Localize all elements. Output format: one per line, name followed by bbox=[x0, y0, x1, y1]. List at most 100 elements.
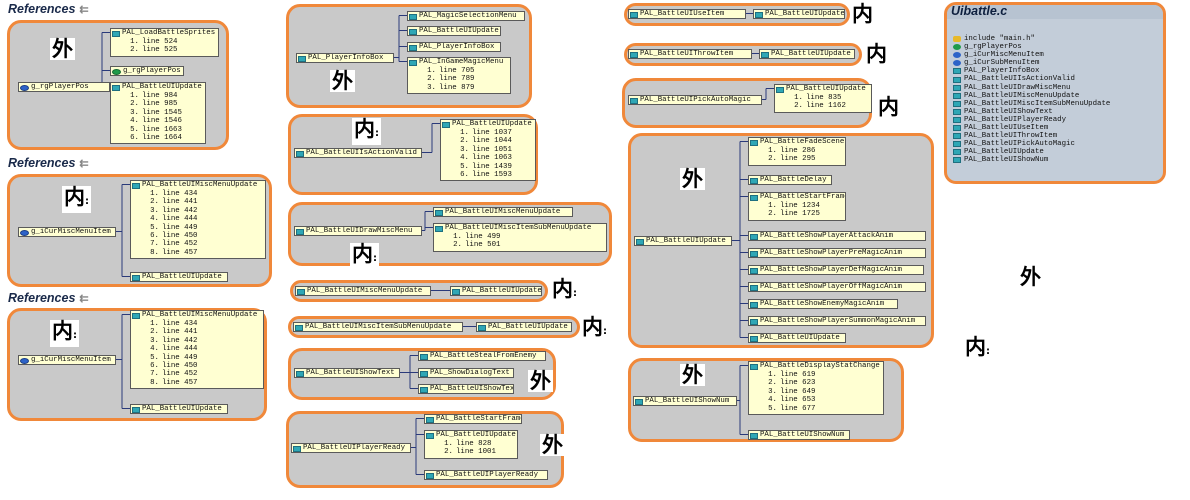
callee-node[interactable]: PAL_BattleShowPlayerAttackAnim bbox=[748, 231, 926, 241]
callee-node[interactable]: PAL_BattleUIShowText bbox=[418, 384, 514, 394]
caller-node[interactable]: PAL_PlayerInfoBox bbox=[296, 53, 394, 63]
line-reference[interactable]: 4.line 1063 bbox=[441, 154, 535, 162]
back-arrows-icon[interactable]: ⇇ bbox=[79, 158, 89, 170]
callee-node[interactable]: PAL_PlayerInfoBox bbox=[407, 42, 501, 52]
file-symbol-item[interactable]: include "main.h" bbox=[953, 35, 1163, 43]
file-symbol-item[interactable]: PAL_BattleUIMiscItemSubMenuUpdate bbox=[953, 100, 1163, 108]
line-reference[interactable]: 1.line 499 bbox=[434, 233, 606, 241]
line-reference[interactable]: 3.line 649 bbox=[749, 388, 883, 396]
file-symbol-item[interactable]: PAL_BattleUIPickAutoMagic bbox=[953, 140, 1163, 148]
file-symbol-item[interactable]: PAL_BattleUIShowText bbox=[953, 108, 1163, 116]
caller-node[interactable]: PAL_BattleUIPlayerReady bbox=[291, 443, 411, 453]
callee-node[interactable]: PAL_BattleUIUpdate bbox=[407, 26, 501, 36]
callee-node[interactable]: PAL_ShowDialogText bbox=[418, 368, 514, 378]
caller-node[interactable]: PAL_BattleUIThrowItem bbox=[628, 49, 752, 59]
line-reference[interactable]: 6.line 450 bbox=[131, 232, 265, 240]
callee-node[interactable]: PAL_BattleShowEnemyMagicAnim bbox=[748, 299, 898, 309]
line-reference[interactable]: 1.line 705 bbox=[408, 67, 510, 75]
callee-node[interactable]: PAL_BattleShowPlayerSummonMagicAnim bbox=[748, 316, 926, 326]
line-reference[interactable]: 3.line 1051 bbox=[441, 146, 535, 154]
line-reference[interactable]: 2.line 441 bbox=[131, 198, 265, 206]
callee-node[interactable]: PAL_BattleUIShowNum bbox=[748, 430, 850, 440]
line-reference[interactable]: 2.line 441 bbox=[131, 328, 263, 336]
callee-node[interactable]: PAL_BattleUIUpdate bbox=[759, 49, 855, 59]
caller-node[interactable]: PAL_BattleUIUpdate bbox=[634, 236, 732, 246]
file-symbol-item[interactable]: PAL_BattleUIShowNum bbox=[953, 156, 1163, 164]
line-reference[interactable]: 1.line 619 bbox=[749, 371, 883, 379]
line-reference[interactable]: 2.line 1044 bbox=[441, 137, 535, 145]
callee-node[interactable]: PAL_MagicSelectionMenu bbox=[407, 11, 525, 21]
file-symbol-item[interactable]: PAL_BattleUIMiscMenuUpdate bbox=[953, 92, 1163, 100]
callee-node[interactable]: PAL_BattleUIUpdate bbox=[130, 404, 228, 414]
file-symbol-item[interactable]: g_iCurMiscMenuItem bbox=[953, 51, 1163, 59]
line-reference[interactable]: 1.line 524 bbox=[111, 38, 218, 46]
line-reference[interactable]: 6.line 1593 bbox=[441, 171, 535, 179]
line-reference[interactable]: 1.line 1234 bbox=[749, 202, 845, 210]
line-reference[interactable]: 1.line 286 bbox=[749, 147, 845, 155]
line-reference[interactable]: 8.line 457 bbox=[131, 249, 265, 257]
line-reference[interactable]: 2.line 1001 bbox=[425, 448, 517, 456]
line-reference[interactable]: 6.line 450 bbox=[131, 362, 263, 370]
line-reference[interactable]: 7.line 452 bbox=[131, 240, 265, 248]
file-symbol-item[interactable]: PAL_BattleUIDrawMiscMenu bbox=[953, 84, 1163, 92]
caller-node[interactable]: PAL_BattleUIUseItem bbox=[628, 9, 746, 19]
line-reference[interactable]: 1.line 835 bbox=[775, 94, 871, 102]
caller-node[interactable]: PAL_BattleUIIsActionValid bbox=[294, 148, 422, 158]
line-reference[interactable]: 3.line 879 bbox=[408, 84, 510, 92]
line-reference[interactable]: 8.line 457 bbox=[131, 379, 263, 387]
file-symbol-item[interactable]: PAL_BattleUIPlayerReady bbox=[953, 116, 1163, 124]
file-symbol-item[interactable]: g_iCurSubMenuItem bbox=[953, 59, 1163, 67]
caller-node[interactable]: g_iCurMiscMenuItem bbox=[18, 355, 116, 365]
line-reference[interactable]: 1.line 1037 bbox=[441, 129, 535, 137]
line-reference[interactable]: 4.line 444 bbox=[131, 215, 265, 223]
line-reference[interactable]: 6.line 1664 bbox=[111, 134, 205, 142]
line-reference[interactable]: 2.line 525 bbox=[111, 46, 218, 54]
file-symbol-item[interactable]: PAL_BattleUIUpdate bbox=[953, 148, 1163, 156]
callee-node[interactable]: PAL_BattleDelay bbox=[748, 175, 832, 185]
file-symbol-item[interactable]: PAL_PlayerInfoBox bbox=[953, 67, 1163, 75]
callee-node[interactable]: PAL_BattleUIUpdate bbox=[748, 333, 846, 343]
callee-node[interactable]: PAL_BattleUIUpdate bbox=[130, 272, 228, 282]
callee-node[interactable]: PAL_BattleUIMiscMenuUpdate bbox=[433, 207, 573, 217]
back-arrows-icon[interactable]: ⇇ bbox=[79, 4, 89, 16]
line-reference[interactable]: 2.line 1162 bbox=[775, 102, 871, 110]
callee-node[interactable]: PAL_BattleShowPlayerOffMagicAnim bbox=[748, 282, 926, 292]
caller-node[interactable]: g_rgPlayerPos bbox=[18, 82, 110, 92]
line-reference[interactable]: 1.line 434 bbox=[131, 190, 265, 198]
line-reference[interactable]: 2.line 295 bbox=[749, 155, 845, 163]
line-reference[interactable]: 5.line 449 bbox=[131, 354, 263, 362]
file-symbol-item[interactable]: PAL_BattleUIThrowItem bbox=[953, 132, 1163, 140]
line-reference[interactable]: 3.line 1545 bbox=[111, 109, 205, 117]
line-reference[interactable]: 5.line 677 bbox=[749, 405, 883, 413]
line-reference[interactable]: 4.line 653 bbox=[749, 396, 883, 404]
line-reference[interactable]: 2.line 985 bbox=[111, 100, 205, 108]
line-reference[interactable]: 2.line 623 bbox=[749, 379, 883, 387]
callee-node[interactable]: PAL_BattleUIUpdate bbox=[753, 9, 845, 19]
line-reference[interactable]: 1.line 984 bbox=[111, 92, 205, 100]
caller-node[interactable]: PAL_BattleUIPickAutoMagic bbox=[628, 95, 762, 105]
caller-node[interactable]: PAL_BattleUIMiscItemSubMenuUpdate bbox=[293, 322, 463, 332]
line-reference[interactable]: 1.line 828 bbox=[425, 440, 517, 448]
line-reference[interactable]: 3.line 442 bbox=[131, 207, 265, 215]
line-reference[interactable]: 7.line 452 bbox=[131, 370, 263, 378]
caller-node[interactable]: PAL_BattleUIShowText bbox=[294, 368, 400, 378]
callee-node[interactable]: PAL_BattleShowPlayerPreMagicAnim bbox=[748, 248, 926, 258]
line-reference[interactable]: 4.line 444 bbox=[131, 345, 263, 353]
file-symbol-item[interactable]: PAL_BattleUIUseItem bbox=[953, 124, 1163, 132]
callee-node[interactable]: PAL_BattleUIPlayerReady bbox=[424, 470, 548, 480]
caller-node[interactable]: PAL_BattleUIDrawMiscMenu bbox=[294, 226, 422, 236]
line-reference[interactable]: 5.line 1439 bbox=[441, 163, 535, 171]
callee-node[interactable]: PAL_BattleStartFrame bbox=[424, 414, 522, 424]
back-arrows-icon[interactable]: ⇇ bbox=[79, 293, 89, 305]
caller-node[interactable]: PAL_BattleUIMiscMenuUpdate bbox=[295, 286, 431, 296]
